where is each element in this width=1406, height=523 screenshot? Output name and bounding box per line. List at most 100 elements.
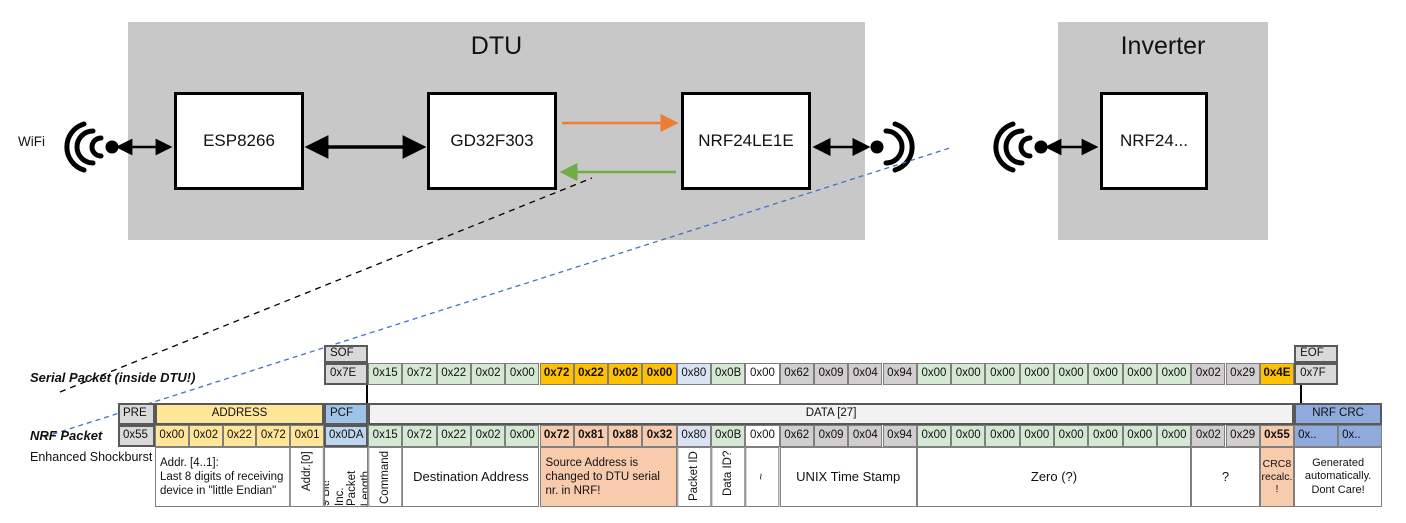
desc-crc8-line: CRC8 [1262,457,1292,470]
desc-destination: Destination Address [402,447,540,507]
serial-byte-21: 0x00 [1088,363,1123,385]
serial-byte-12: 0x62 [779,363,814,385]
desc-crc8-line: recalc. [1261,470,1293,483]
serial-byte-9: 0x80 [676,363,711,385]
nrf-byte-7: 0x88 [608,425,643,447]
nrf-pcf-header: PCF [324,403,368,425]
serial-byte-15: 0x94 [882,363,917,385]
serial-byte-0: 0x15 [368,363,403,385]
nrf-crc-header: NRF CRC [1294,403,1383,425]
chip-esp8266: ESP8266 [174,92,304,190]
serial-byte-2: 0x22 [436,363,471,385]
nrf-crc-byte-0: 0x.. [1294,425,1339,447]
packet-structure-tables: Serial Packet (inside DTU!) NRF Packet E… [0,330,1406,523]
nrf-address-byte-4: 0x01 [290,425,324,447]
serial-byte-11: 0x00 [745,363,780,385]
serial-byte-22: 0x00 [1122,363,1157,385]
serial-byte-4: 0x00 [505,363,540,385]
chip-nrf24le1e-label: NRF24LE1E [698,131,794,150]
chip-gd32f303-label: GD32F303 [450,131,534,150]
serial-byte-7: 0x02 [608,363,643,385]
nrf-byte-11: 0x00 [745,425,780,447]
desc-command: Command [368,447,403,507]
desc-generated-line: automatically. [1304,470,1372,483]
nrf-address-byte-3: 0x72 [256,425,291,447]
serial-byte-23: 0x00 [1156,363,1192,385]
nrf-address-byte-2: 0x22 [222,425,257,447]
nrf-address-byte-0: 0x00 [155,425,189,447]
nrf-byte-23: 0x00 [1156,425,1192,447]
nrf-byte-6: 0x81 [573,425,609,447]
wifi-antenna-dtu-rf [883,121,915,173]
nrf-byte-5: 0x72 [539,425,574,447]
desc-addr0: Addr.[0] [290,447,324,507]
nrf-byte-18: 0x00 [985,425,1020,447]
desc-crc8-line: ! [1275,483,1279,496]
desc-pcf-line: 9 Bit! [324,479,332,506]
chip-gd32f303: GD32F303 [427,92,557,190]
dtu-title: DTU [470,32,523,60]
serial-packet-label: Serial Packet (inside DTU!) [30,370,196,385]
desc-address-line: Addr. [4..1]: [160,456,219,469]
desc-address-line: device in "little Endian" [160,485,277,497]
serial-byte-14: 0x04 [848,363,883,385]
nrf-byte-25: 0x29 [1225,425,1260,447]
desc-generated-line: Dont Care! [1311,483,1365,496]
nrf-byte-10: 0x0B [711,425,746,447]
wifi-antenna-dtu [64,121,104,173]
nrf-byte-21: 0x00 [1088,425,1123,447]
nrf-byte-15: 0x94 [882,425,917,447]
serial-byte-20: 0x00 [1054,363,1089,385]
serial-byte-18: 0x00 [985,363,1020,385]
serial-eof-value: 0x7F [1294,363,1339,385]
nrf-crc-byte-1: 0x.. [1338,425,1383,447]
nrf-byte-16: 0x00 [916,425,952,447]
serial-byte-17: 0x00 [951,363,986,385]
nrf-byte-19: 0x00 [1019,425,1054,447]
nrf-address-header: ADDRESS [155,403,324,425]
chip-nrf24-label: NRF24... [1119,131,1189,150]
serial-byte-16: 0x00 [916,363,952,385]
serial-byte-10: 0x0B [711,363,746,385]
shockburst-label: Enhanced Shockburst [30,450,153,464]
serial-eof-header: EOF [1294,345,1339,363]
desc-pcf-line: Inc. Packet [334,470,358,506]
desc-packet-id: Packet ID [676,447,711,507]
nrf-packet-label: NRF Packet [30,428,103,443]
serial-byte-19: 0x00 [1019,363,1054,385]
serial-sof-header: SOF [324,345,368,363]
nrf-byte-17: 0x00 [951,425,986,447]
wifi-antenna-inverter [993,121,1033,173]
nrf-byte-1: 0x72 [402,425,437,447]
serial-byte-1: 0x72 [402,363,437,385]
nrf-byte-2: 0x22 [436,425,471,447]
inverter-enclosure: Inverter [1058,22,1268,240]
desc-unix: UNIX Time Stamp [779,447,917,507]
nrf-pcf-value: 0x0DA [324,425,368,447]
nrf-byte-13: 0x09 [813,425,849,447]
nrf-byte-0: 0x15 [368,425,403,447]
chip-esp8266-label: ESP8266 [203,131,275,150]
nrf-pre-value: 0x55 [118,425,155,447]
serial-byte-26: 0x4E [1259,363,1295,385]
desc-source: Source Address is changed to DTU serial … [539,447,677,507]
chip-nrf24le1e: NRF24LE1E [681,92,811,190]
desc-data-id: Data ID? [711,447,746,507]
nrf-byte-3: 0x02 [470,425,506,447]
serial-sof-value: 0x7E [324,363,368,385]
serial-byte-3: 0x02 [470,363,506,385]
serial-byte-24: 0x02 [1191,363,1226,385]
desc-question: ? [1191,447,1260,507]
nrf-byte-8: 0x32 [642,425,677,447]
nrf-byte-9: 0x80 [676,425,711,447]
nrf-pre-header: PRE [118,403,155,425]
nrf-address-byte-1: 0x02 [188,425,223,447]
wifi-label: WiFi [18,134,45,149]
serial-byte-8: 0x00 [642,363,677,385]
nrf-byte-4: 0x00 [505,425,540,447]
chip-nrf24: NRF24... [1100,92,1208,190]
